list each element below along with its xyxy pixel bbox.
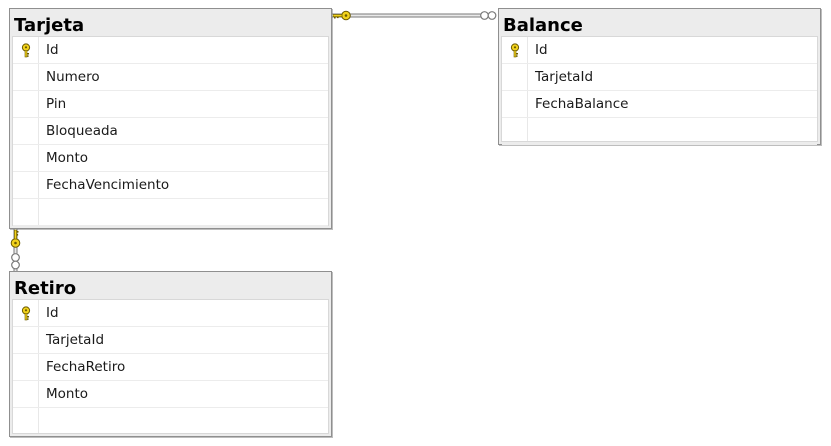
column-row-empty[interactable] bbox=[13, 199, 328, 226]
column-name: TarjetaId bbox=[535, 69, 594, 85]
column-row-tarjeta-id[interactable]: Id bbox=[13, 37, 328, 64]
column-name: FechaRetiro bbox=[46, 359, 126, 375]
column-row-retiro-monto[interactable]: Monto bbox=[13, 381, 328, 408]
column-row-tarjeta-monto[interactable]: Monto bbox=[13, 145, 328, 172]
column-name: Pin bbox=[46, 96, 67, 112]
many-end-infinity-icon bbox=[11, 253, 20, 270]
relationship-tarjeta-balance[interactable] bbox=[332, 10, 497, 21]
relationship-tarjeta-retiro[interactable] bbox=[10, 229, 21, 271]
many-end-infinity-icon bbox=[480, 11, 497, 20]
column-row-balance-fechabalance[interactable]: FechaBalance bbox=[502, 91, 817, 118]
primary-key-icon bbox=[19, 306, 33, 321]
column-row-tarjeta-fechavencimiento[interactable]: FechaVencimiento bbox=[13, 172, 328, 199]
column-row-retiro-fecharetiro[interactable]: FechaRetiro bbox=[13, 354, 328, 381]
column-name: Id bbox=[535, 42, 548, 58]
column-row-tarjeta-pin[interactable]: Pin bbox=[13, 91, 328, 118]
column-name: Monto bbox=[46, 386, 89, 402]
column-row-tarjeta-bloqueada[interactable]: Bloqueada bbox=[13, 118, 328, 145]
column-grid-balance: Id TarjetaId FechaBalance bbox=[501, 36, 818, 145]
one-end-key-icon bbox=[10, 229, 21, 248]
table-title-balance: Balance bbox=[503, 15, 583, 36]
primary-key-icon bbox=[508, 43, 522, 58]
column-row-retiro-tarjetaid[interactable]: TarjetaId bbox=[13, 327, 328, 354]
column-row-balance-id[interactable]: Id bbox=[502, 37, 817, 64]
column-name: Monto bbox=[46, 150, 89, 166]
column-row-retiro-id[interactable]: Id bbox=[13, 300, 328, 327]
one-end-key-icon bbox=[332, 10, 351, 21]
column-name: Id bbox=[46, 42, 59, 58]
column-grid-tarjeta: Id Numero Pin Bloqueada Monto FechaVenci… bbox=[12, 36, 329, 226]
column-row-empty[interactable] bbox=[13, 408, 328, 435]
column-name: TarjetaId bbox=[46, 332, 105, 348]
table-title-tarjeta: Tarjeta bbox=[14, 15, 85, 36]
column-name: Id bbox=[46, 305, 59, 321]
column-name: Numero bbox=[46, 69, 100, 85]
column-name: FechaBalance bbox=[535, 96, 629, 112]
table-retiro[interactable]: Retiro Id TarjetaId FechaRetiro Monto bbox=[9, 271, 332, 437]
primary-key-icon bbox=[19, 43, 33, 58]
column-row-tarjeta-numero[interactable]: Numero bbox=[13, 64, 328, 91]
column-row-balance-tarjetaid[interactable]: TarjetaId bbox=[502, 64, 817, 91]
table-tarjeta[interactable]: Tarjeta Id Numero Pin Bloqueada Monto Fe… bbox=[9, 8, 332, 229]
table-balance[interactable]: Balance Id TarjetaId FechaBalance bbox=[498, 8, 821, 145]
column-grid-retiro: Id TarjetaId FechaRetiro Monto bbox=[12, 299, 329, 435]
column-name: Bloqueada bbox=[46, 123, 118, 139]
column-name: FechaVencimiento bbox=[46, 177, 170, 193]
column-row-empty[interactable] bbox=[502, 118, 817, 145]
table-title-retiro: Retiro bbox=[14, 278, 77, 299]
